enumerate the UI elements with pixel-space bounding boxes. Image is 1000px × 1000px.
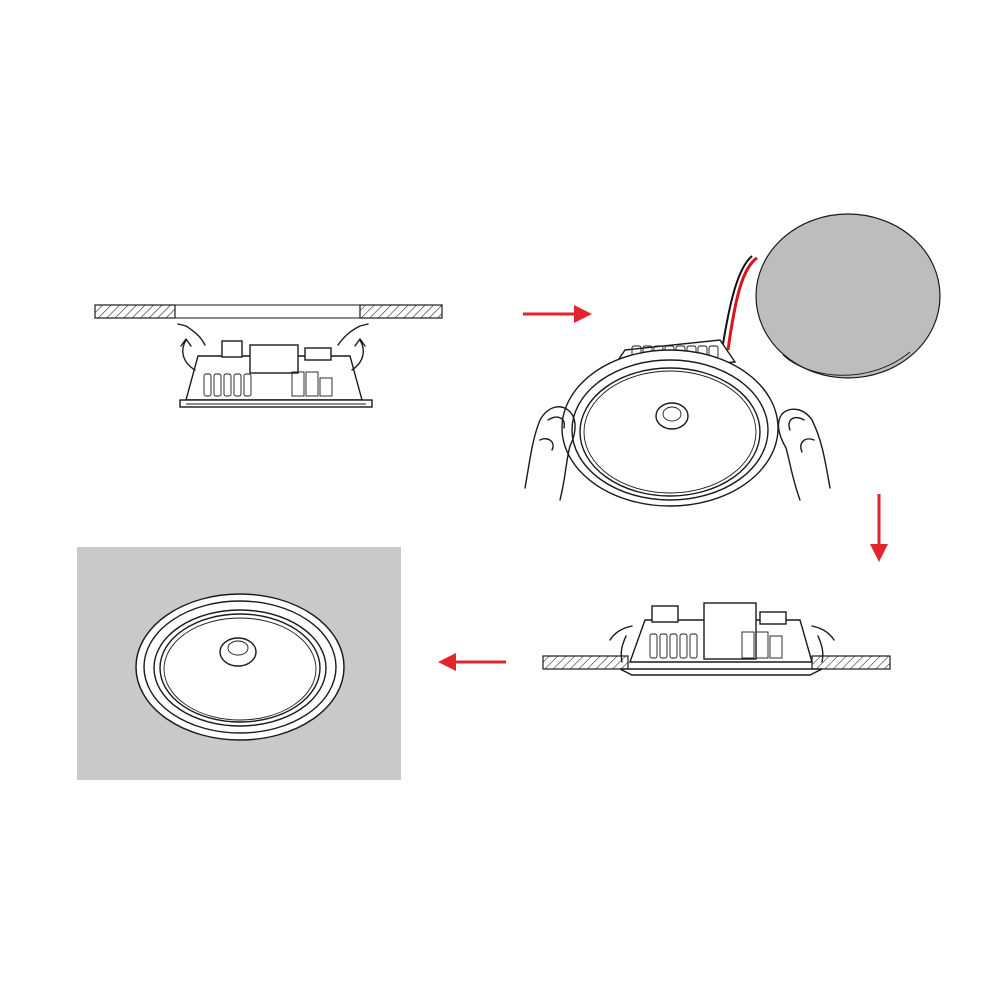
step-4-installed-view xyxy=(77,547,401,780)
heatsink-fin xyxy=(689,633,698,659)
motion-arrow-right xyxy=(351,339,364,371)
ceiling-slab-right xyxy=(359,304,443,319)
downlight-icon xyxy=(179,340,373,408)
wire-icon xyxy=(726,256,758,351)
hand-icon xyxy=(777,408,831,501)
downlight-icon xyxy=(609,602,835,676)
hand-icon xyxy=(524,406,576,501)
heatsink-fin xyxy=(649,633,658,659)
heatsink-fin xyxy=(679,633,688,659)
heatsink-fin xyxy=(233,373,242,397)
heatsink-fin xyxy=(203,373,212,397)
heatsink-fin xyxy=(243,373,252,397)
ceiling-slab-left xyxy=(542,655,629,670)
spring-clip-icon xyxy=(177,323,206,346)
motion-arrow-left xyxy=(182,339,196,371)
step-2-connect-and-hold xyxy=(524,213,941,507)
downlight-icon xyxy=(135,593,345,741)
step-1-insert-into-ceiling xyxy=(94,304,443,408)
wire-icon xyxy=(721,255,753,351)
heatsink-fin xyxy=(223,373,232,397)
spring-clip-icon xyxy=(337,323,369,346)
arrow-step1-to-step2 xyxy=(523,305,592,323)
ceiling-slab-right xyxy=(811,655,891,670)
arrow-step3-to-step4 xyxy=(438,653,506,671)
heatsink-fin xyxy=(213,373,222,397)
heatsink-fin xyxy=(659,633,668,659)
step-3-seated-in-ceiling xyxy=(542,602,891,676)
downlight-icon xyxy=(561,339,779,507)
ceiling-slab-left xyxy=(94,304,176,319)
heatsink-fin xyxy=(669,633,678,659)
ceiling-cutout-disc xyxy=(755,213,941,379)
arrow-step2-to-step3 xyxy=(870,494,888,562)
